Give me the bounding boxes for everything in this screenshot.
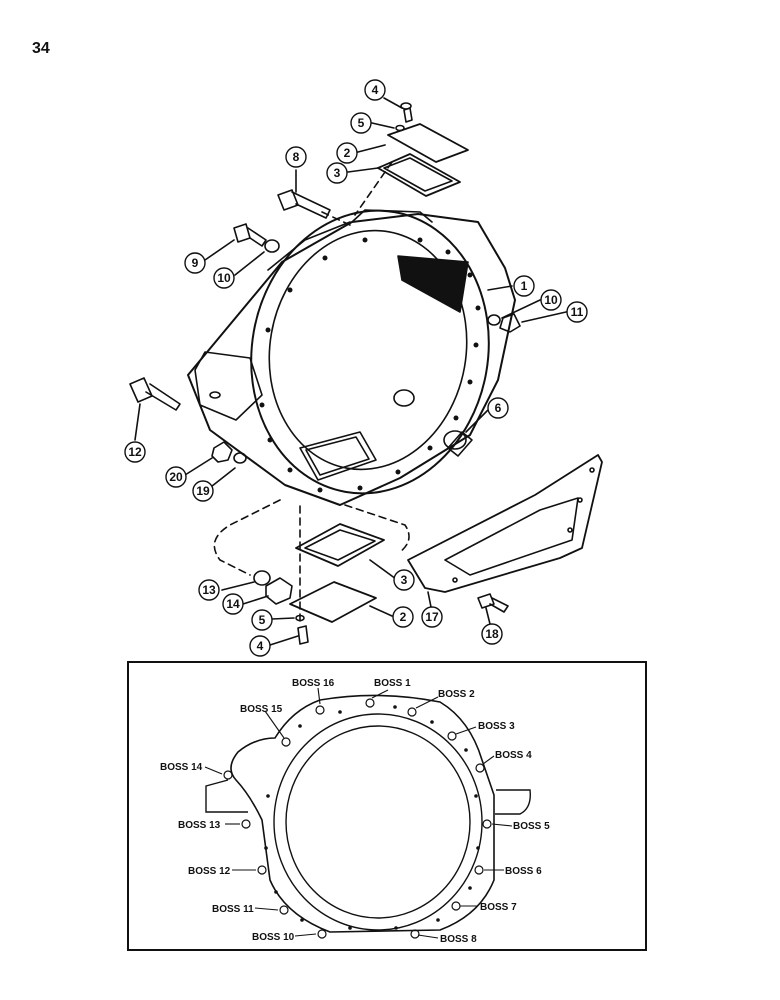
top-cover [377,123,469,197]
boss-label: BOSS 10 [252,932,295,943]
svg-text:10: 10 [217,271,231,285]
callout: 5 [251,609,273,631]
svg-text:3: 3 [401,573,408,587]
flywheel-housing [187,209,516,506]
callout: 4 [364,79,386,101]
svg-text:1: 1 [521,279,528,293]
boss-label: BOSS 3 [478,721,515,732]
callout: 18 [481,623,503,645]
svg-text:18: 18 [485,627,499,641]
svg-text:4: 4 [372,83,379,97]
callout: 9 [184,252,206,274]
boss-label: BOSS 2 [438,689,475,700]
callout: 1 [513,275,535,297]
callout: 3 [393,569,415,591]
boss-label: BOSS 4 [495,750,532,761]
boss-label: BOSS 14 [160,762,203,773]
callout: 20 [165,466,187,488]
svg-text:12: 12 [128,445,142,459]
svg-text:14: 14 [226,597,240,611]
callout: 8 [285,146,307,168]
page-number: 34 [32,40,50,57]
callout: 5 [350,112,372,134]
boss-label: BOSS 11 [212,904,254,915]
svg-text:9: 9 [192,256,199,270]
callout: 14 [222,593,244,615]
callout: 3 [326,162,348,184]
svg-text:8: 8 [293,150,300,164]
boss-location-view: BOSS 1 BOSS 2 BOSS 3 BOSS 4 BOSS 5 BOSS … [127,661,647,951]
svg-text:5: 5 [358,116,365,130]
boss-label: BOSS 15 [240,704,283,715]
svg-text:11: 11 [571,305,584,319]
svg-text:20: 20 [169,470,183,484]
boss-label: BOSS 5 [513,821,550,832]
boss-label: BOSS 7 [480,902,517,913]
callout: 4 [249,635,271,657]
svg-text:2: 2 [344,146,351,160]
boss-label: BOSS 8 [440,934,477,945]
callout: 6 [487,397,509,419]
boss-label: BOSS 6 [505,866,542,877]
boss-label: BOSS 1 [374,678,411,689]
callout: 19 [192,480,214,502]
svg-text:5: 5 [259,613,266,627]
svg-text:13: 13 [202,583,216,597]
svg-text:19: 19 [196,484,210,498]
svg-text:6: 6 [495,401,502,415]
callout: 13 [198,579,220,601]
callout: 2 [336,142,358,164]
callout: 2 [392,606,414,628]
callout: 11 [566,301,588,323]
callout: 10 [540,289,562,311]
boss-label: BOSS 13 [178,820,221,831]
svg-text:4: 4 [257,639,264,653]
boss-label: BOSS 12 [188,866,231,877]
svg-text:17: 17 [425,610,439,624]
svg-text:2: 2 [400,610,407,624]
callout: 10 [213,267,235,289]
svg-text:3: 3 [334,166,341,180]
callout: 12 [124,441,146,463]
svg-text:10: 10 [544,293,558,307]
callout: 17 [421,606,443,628]
boss-label: BOSS 16 [292,678,335,689]
